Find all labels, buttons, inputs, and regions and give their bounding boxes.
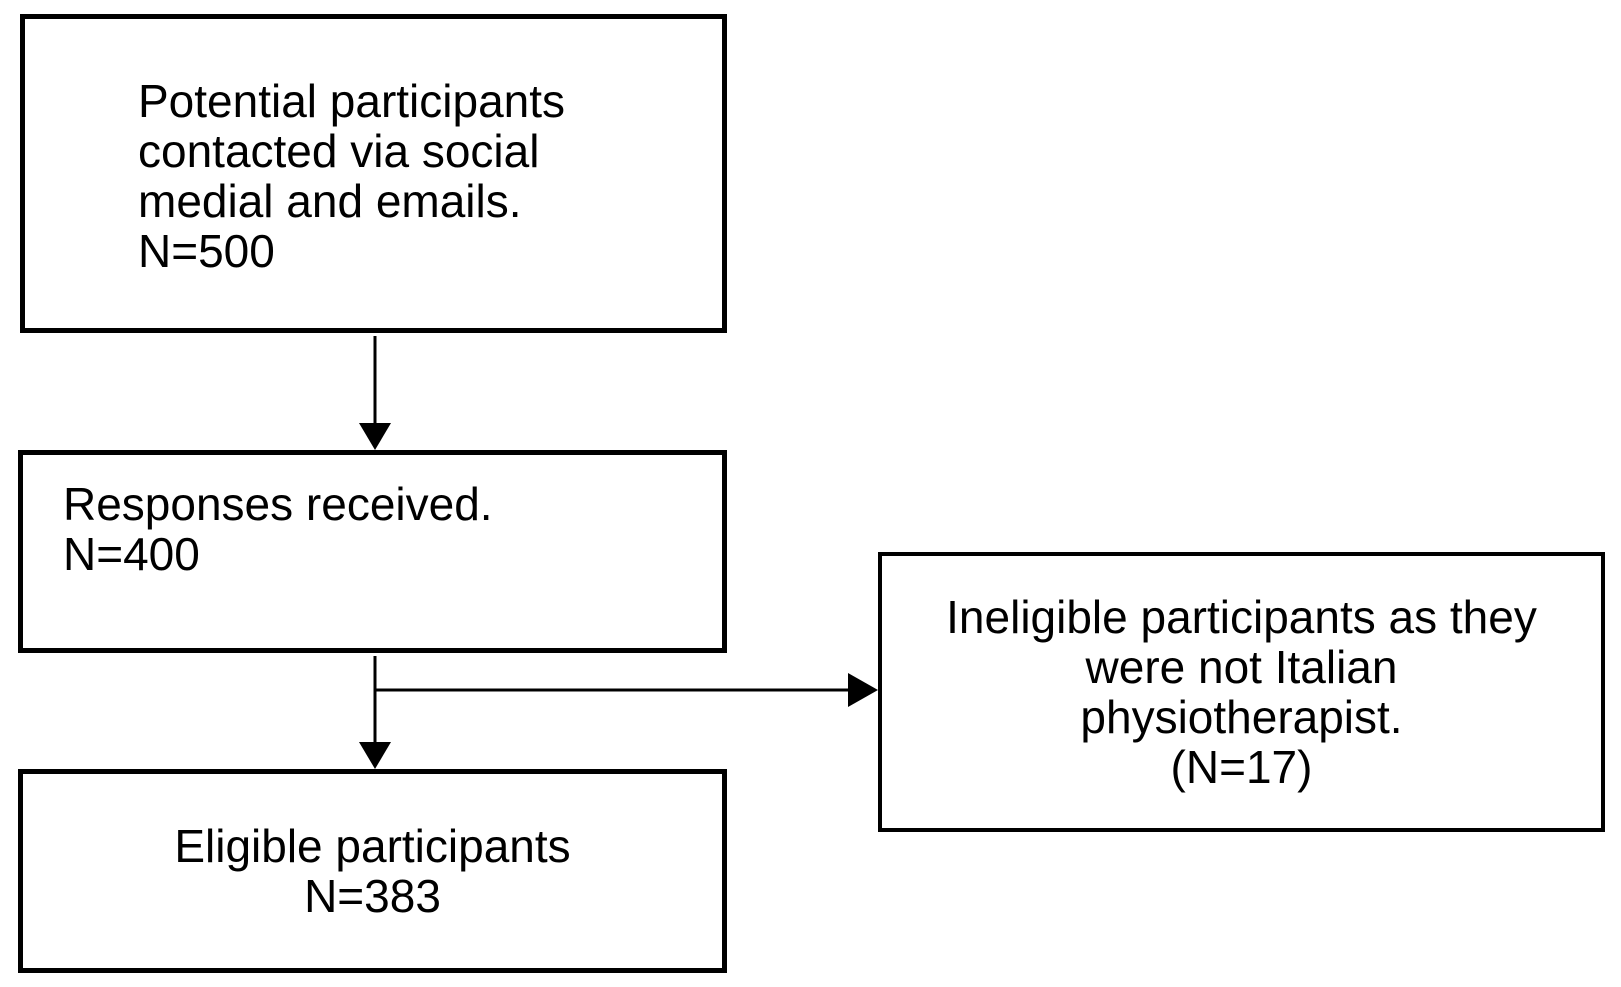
box-responses-received-count: N=400 — [63, 528, 200, 580]
box-responses-received-line-1: Responses received. — [63, 478, 493, 530]
arrow-responses-to-eligible-head-icon — [359, 742, 391, 769]
box-eligible-participants-line-1: Eligible participants — [174, 820, 571, 872]
box-responses-received: Responses received. N=400 — [18, 450, 727, 653]
box-ineligible-participants-count: (N=17) — [1170, 741, 1313, 793]
box-ineligible-participants: Ineligible participants as they were not… — [878, 552, 1605, 832]
box-potential-participants: Potential participants contacted via soc… — [20, 14, 727, 333]
box-ineligible-participants-line-3: physiotherapist. — [1080, 691, 1403, 743]
box-ineligible-participants-line-2: were not Italian — [1085, 641, 1398, 693]
box-eligible-participants: Eligible participants N=383 — [18, 769, 727, 973]
arrow-contacted-to-responses-head-icon — [359, 423, 391, 450]
box-eligible-participants-count: N=383 — [304, 870, 441, 922]
box-potential-participants-line-2: contacted via social — [138, 125, 540, 177]
arrow-responses-to-ineligible-head-icon — [848, 673, 878, 707]
box-potential-participants-line-3: medial and emails. — [138, 175, 522, 227]
box-potential-participants-line-1: Potential participants — [138, 75, 566, 127]
box-ineligible-participants-line-1: Ineligible participants as they — [946, 591, 1537, 643]
box-potential-participants-count: N=500 — [138, 225, 275, 277]
